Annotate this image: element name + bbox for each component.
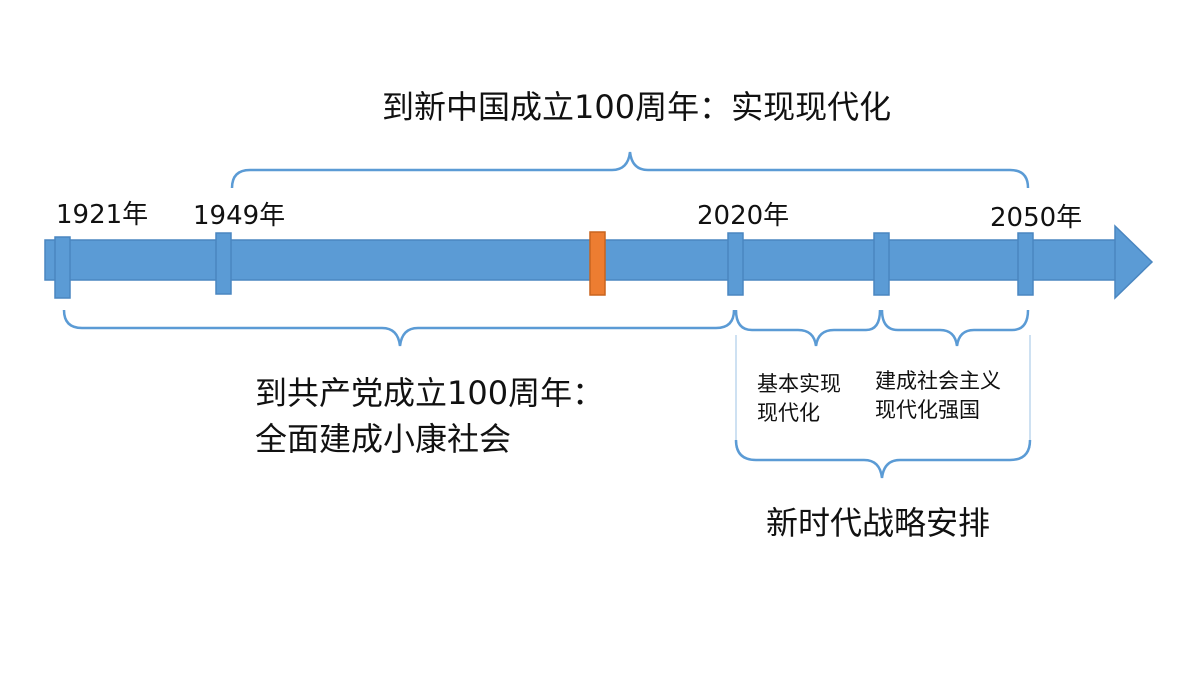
brace-new-era bbox=[734, 439, 1032, 479]
bottom-label-line1: 到共产党成立100周年： bbox=[255, 374, 605, 412]
stage2-label: 建成社会主义 现代化强国 bbox=[875, 367, 1001, 426]
stage1-line2: 现代化 bbox=[757, 401, 820, 426]
marker-1949 bbox=[215, 232, 232, 295]
year-label-2050: 2050年 bbox=[990, 203, 1083, 233]
marker-highlight bbox=[589, 231, 606, 296]
new-era-label: 新时代战略安排 bbox=[766, 504, 991, 542]
bottom-label: 到共产党成立100周年： 全面建成小康社会 bbox=[255, 370, 604, 462]
year-label-2020: 2020年 bbox=[697, 201, 790, 231]
brace-top bbox=[230, 151, 1030, 189]
brace-stage1 bbox=[734, 309, 882, 347]
marker-2035 bbox=[873, 232, 890, 296]
marker-2050 bbox=[1017, 232, 1034, 296]
year-label-1949: 1949年 bbox=[193, 201, 286, 231]
stage2-line1: 建成社会主义 bbox=[875, 369, 1001, 393]
marker-1921 bbox=[54, 236, 71, 299]
stage1-line1: 基本实现 bbox=[757, 372, 841, 396]
top-label: 到新中国成立100周年：实现现代化 bbox=[382, 88, 892, 126]
brace-bottom bbox=[62, 309, 736, 347]
bottom-label-line2: 全面建成小康社会 bbox=[255, 420, 512, 458]
marker-2020 bbox=[727, 232, 744, 296]
timeline-arrow-head bbox=[1114, 224, 1154, 300]
year-label-1921: 1921年 bbox=[56, 200, 149, 230]
timeline-arrow-shaft bbox=[44, 239, 1121, 281]
brace-stage2 bbox=[880, 309, 1030, 347]
stage1-label: 基本实现 现代化 bbox=[757, 370, 841, 429]
stage2-line2: 现代化强国 bbox=[875, 398, 980, 423]
